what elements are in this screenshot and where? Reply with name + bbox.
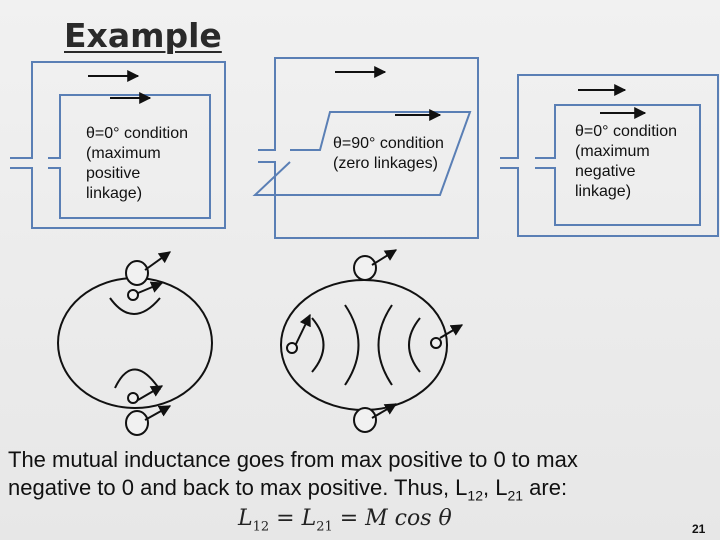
panel-1-coils [10,61,226,229]
rotor-coil-bottom-1 [127,392,139,404]
flux-arc-right-inner [377,304,393,386]
rotor-coil-top-1 [127,289,139,301]
stator-coil-top-2 [353,255,377,281]
flux-arc-top-1 [109,297,161,315]
caption-sub-21: 21 [507,487,524,504]
panel-3-inner-coil [535,104,701,226]
rotor-coil-left-2 [286,342,298,354]
stator-coil-bottom-2 [353,407,377,433]
mutual-inductance-formula: L12 = L21 = M cos θ [238,506,452,534]
formula-rhs: = M cos θ [332,506,452,531]
panel-2-coils [252,57,479,239]
caption-after: are: [523,475,568,500]
rotor-diagram-1 [57,251,213,436]
flux-arc-left-inner [344,304,360,386]
formula-lhs: L [238,506,253,531]
panel-1-inner-coil [48,94,211,219]
caption-sub-12: 12 [467,487,483,504]
panel-2-outer-coil [258,57,479,239]
panel-3-outer-coil [500,74,719,237]
caption-sep: , L [483,475,508,500]
panel-3-coils [500,74,719,237]
stator-coil-bottom-1 [125,410,149,436]
flux-arc-right-outer [408,317,421,373]
panel-1-label: θ=0° condition (maximum positive linkage… [86,125,189,202]
rotor-diagram-2 [280,249,464,433]
slide-title: Example [64,16,222,55]
rotor-coil-right-2 [430,337,442,349]
panel-2-inner-coil [252,111,472,196]
caption-text: The mutual inductance goes from max posi… [8,446,708,502]
caption-line-2: negative to 0 and back to max positive. … [8,475,468,500]
flux-arc-left-outer [311,317,325,373]
panel-3-label: θ=0° condition (maximum negative linkage… [575,123,678,200]
stator-ellipse-2 [280,279,448,411]
coupled-coils-diagram [10,57,719,436]
flux-arc-bottom-1 [114,368,161,391]
panel-2-label: θ=90° condition (zero linkages) [333,135,444,172]
stator-coil-top-1 [125,260,149,286]
formula-lhs-sub: 12 [252,519,270,535]
caption-line-1: The mutual inductance goes from max posi… [8,447,578,472]
panel-1-outer-coil [10,61,226,229]
formula-mid-sub: 21 [316,519,333,535]
page-number: 21 [692,522,706,536]
formula-eq1: = L [269,506,317,531]
